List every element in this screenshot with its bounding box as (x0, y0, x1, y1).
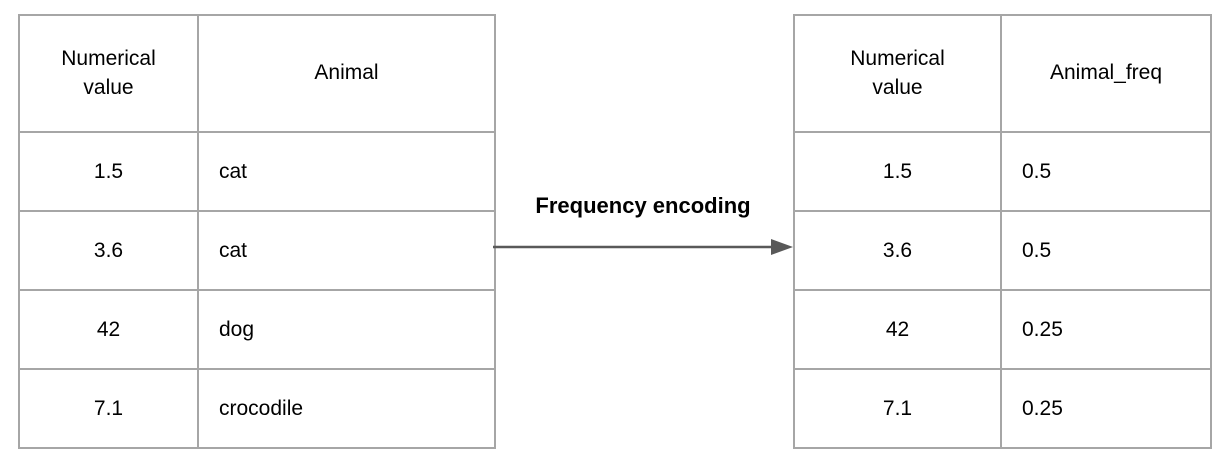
table-header-row: Numerical value Animal (18, 14, 496, 133)
table-row: 3.6 cat (18, 210, 496, 291)
animal-cell: cat (197, 131, 496, 212)
numeric-cell: 3.6 (18, 210, 199, 291)
table-header-row: Numerical value Animal_freq (793, 14, 1212, 133)
animal-cell: cat (197, 210, 496, 291)
table-row: 1.5 0.5 (793, 131, 1212, 212)
freq-cell: 0.25 (1000, 289, 1212, 370)
column-header-numerical-value: Numerical value (793, 14, 1002, 133)
column-header-animal-freq: Animal_freq (1000, 14, 1212, 133)
right-arrow-icon (493, 239, 793, 255)
animal-cell: crocodile (197, 368, 496, 449)
freq-cell: 0.25 (1000, 368, 1212, 449)
table-row: 1.5 cat (18, 131, 496, 212)
table-row: 42 0.25 (793, 289, 1212, 370)
column-header-animal: Animal (197, 14, 496, 133)
numeric-cell: 3.6 (793, 210, 1002, 291)
numeric-cell: 7.1 (18, 368, 199, 449)
numeric-cell: 7.1 (793, 368, 1002, 449)
numeric-cell: 1.5 (18, 131, 199, 212)
numeric-cell: 1.5 (793, 131, 1002, 212)
arrow-label: Frequency encoding (535, 193, 751, 218)
column-header-numerical-value: Numerical value (18, 14, 199, 133)
numeric-cell: 42 (18, 289, 199, 370)
source-table: Numerical value Animal 1.5 cat 3.6 cat 4… (18, 14, 496, 449)
freq-cell: 0.5 (1000, 210, 1212, 291)
freq-cell: 0.5 (1000, 131, 1212, 212)
table-row: 3.6 0.5 (793, 210, 1212, 291)
table-row: 7.1 0.25 (793, 368, 1212, 449)
animal-cell: dog (197, 289, 496, 370)
encoded-table: Numerical value Animal_freq 1.5 0.5 3.6 … (793, 14, 1212, 449)
table-row: 7.1 crocodile (18, 368, 496, 449)
numeric-cell: 42 (793, 289, 1002, 370)
table-row: 42 dog (18, 289, 496, 370)
